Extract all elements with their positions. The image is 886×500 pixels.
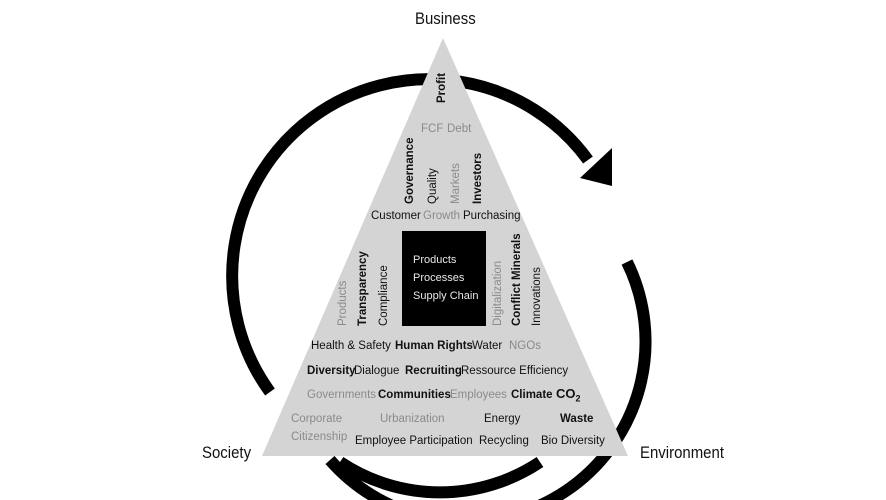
corner-label-society: Society [202, 443, 252, 462]
corner-label-business: Business [415, 9, 476, 28]
label-employee-participation: Employee Participation [355, 435, 473, 447]
label-digitalization: Digitalization [492, 260, 504, 326]
core-line-products: Products [413, 254, 457, 266]
label-diversity: Diversity [307, 365, 356, 377]
cycle-arrow-arc-lower [325, 259, 652, 500]
label-products: Products [337, 280, 349, 326]
label-energy: Energy [484, 413, 521, 425]
cycle-arrow-arc-upper [226, 73, 593, 396]
label-innovations: Innovations [531, 267, 543, 326]
core-line-processes: Processes [413, 272, 465, 284]
label-bio-diversity: Bio Diversity [541, 435, 605, 447]
label-corporate: Corporate [291, 413, 343, 425]
label-climate: Climate [511, 389, 553, 401]
label-co2: CO2 [556, 386, 581, 405]
label-human-rights: Human Rights [395, 340, 473, 352]
label-dialogue: Dialogue [354, 365, 400, 377]
corner-label-environment: Environment [640, 443, 724, 462]
label-fcf: FCF [421, 123, 444, 135]
label-compliance: Compliance [378, 265, 390, 326]
label-ngos: NGOs [509, 340, 541, 352]
label-customer: Customer [371, 210, 421, 222]
core-box: Products Processes Supply Chain [402, 231, 486, 326]
label-markets: Markets [450, 163, 462, 204]
label-growth: Growth [423, 210, 461, 222]
label-transparency: Transparency [357, 251, 369, 326]
label-recruiting: Recruiting [405, 365, 462, 377]
core-line-supply-chain: Supply Chain [413, 290, 479, 302]
label-debt: Debt [447, 123, 472, 135]
label-quality: Quality [427, 168, 439, 204]
co2-subscript: 2 [575, 393, 581, 404]
label-citizenship: Citizenship [291, 431, 348, 443]
cycle-arrow-head-icon [580, 148, 612, 186]
label-governments: Governments [307, 389, 377, 401]
cycle-arrow-arc-bottom [336, 457, 544, 499]
label-urbanization: Urbanization [380, 413, 445, 425]
label-purchasing: Purchasing [463, 210, 521, 222]
label-ressource-efficiency: Ressource Efficiency [461, 365, 569, 377]
label-investors: Investors [472, 152, 484, 204]
label-waste: Waste [560, 413, 594, 425]
label-profit: Profit [436, 72, 448, 103]
label-conflict-minerals: Conflict Minerals [511, 233, 523, 326]
label-communities: Communities [378, 389, 451, 401]
co2-base: CO [556, 386, 576, 401]
label-recycling: Recycling [479, 435, 529, 447]
label-water: Water [472, 340, 503, 352]
label-health-safety: Health & Safety [311, 340, 391, 352]
label-governance: Governance [404, 137, 416, 204]
label-employees: Employees [450, 389, 507, 401]
